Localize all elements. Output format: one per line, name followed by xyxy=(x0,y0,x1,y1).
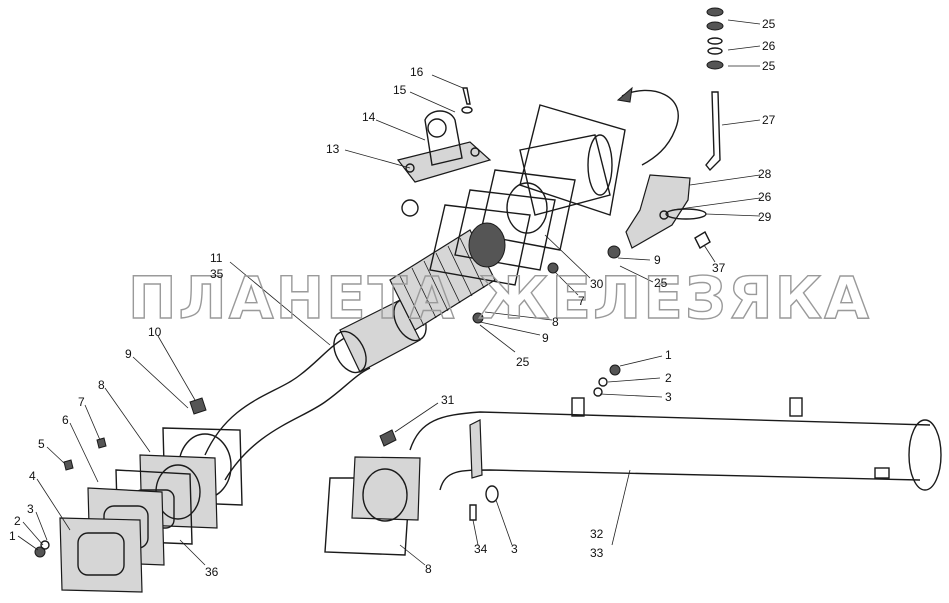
callout-14: 14 xyxy=(362,110,376,124)
rotation-arrow-icon xyxy=(616,86,679,166)
callout-34: 34 xyxy=(474,542,488,556)
callout-2-lower: 2 xyxy=(665,371,672,385)
callout-2: 2 xyxy=(14,514,21,528)
callout-27: 27 xyxy=(762,113,776,127)
callout-9-center: 9 xyxy=(542,331,549,345)
callout-9-right: 9 xyxy=(654,253,661,267)
callout-25-right: 25 xyxy=(654,276,668,290)
callout-16: 16 xyxy=(410,65,424,79)
callout-15: 15 xyxy=(393,83,407,97)
callout-7-right: 7 xyxy=(578,294,585,308)
callout-30: 30 xyxy=(590,277,604,291)
callout-6: 6 xyxy=(62,413,69,427)
callout-8: 8 xyxy=(98,378,105,392)
callout-labels: 1 2 3 4 5 6 7 8 9 10 11 35 13 14 15 16 2… xyxy=(9,17,776,579)
callout-33: 33 xyxy=(590,546,604,560)
callout-8-bottom: 8 xyxy=(425,562,432,576)
callout-35: 35 xyxy=(210,267,224,281)
callout-11: 11 xyxy=(210,251,223,265)
callout-10: 10 xyxy=(148,325,162,339)
callout-3-bottom: 3 xyxy=(511,542,518,556)
lower-exhaust-pipe xyxy=(324,364,942,556)
callout-1: 1 xyxy=(9,529,16,543)
callout-26-bracket: 26 xyxy=(758,190,772,204)
leader-lines xyxy=(17,19,761,566)
watermark-text: ПЛАНЕТА ЖЕЛЕЗЯКА xyxy=(128,264,871,332)
bellows-ribs xyxy=(399,237,485,327)
left-flange-stack xyxy=(34,397,243,593)
callout-32: 32 xyxy=(590,527,604,541)
callout-28: 28 xyxy=(758,167,772,181)
callout-36: 36 xyxy=(205,565,219,579)
callout-37: 37 xyxy=(712,261,726,275)
callout-26-top: 26 xyxy=(762,39,776,53)
callout-25-mid: 25 xyxy=(762,59,776,73)
callout-3: 3 xyxy=(27,502,34,516)
callout-1-lower: 1 xyxy=(665,348,672,362)
callout-29: 29 xyxy=(758,210,772,224)
callout-25-top: 25 xyxy=(762,17,776,31)
callout-5: 5 xyxy=(38,437,45,451)
upper-exhaust-pipe xyxy=(204,104,626,481)
outlet-elbow-assembly xyxy=(396,87,492,217)
callout-13: 13 xyxy=(326,142,340,156)
callout-4: 4 xyxy=(29,469,36,483)
callout-7: 7 xyxy=(78,395,85,409)
callout-3-lower: 3 xyxy=(665,390,672,404)
callout-8-right: 8 xyxy=(552,315,559,329)
callout-9: 9 xyxy=(125,347,132,361)
callout-25-center: 25 xyxy=(516,355,530,369)
callout-31: 31 xyxy=(441,393,455,407)
